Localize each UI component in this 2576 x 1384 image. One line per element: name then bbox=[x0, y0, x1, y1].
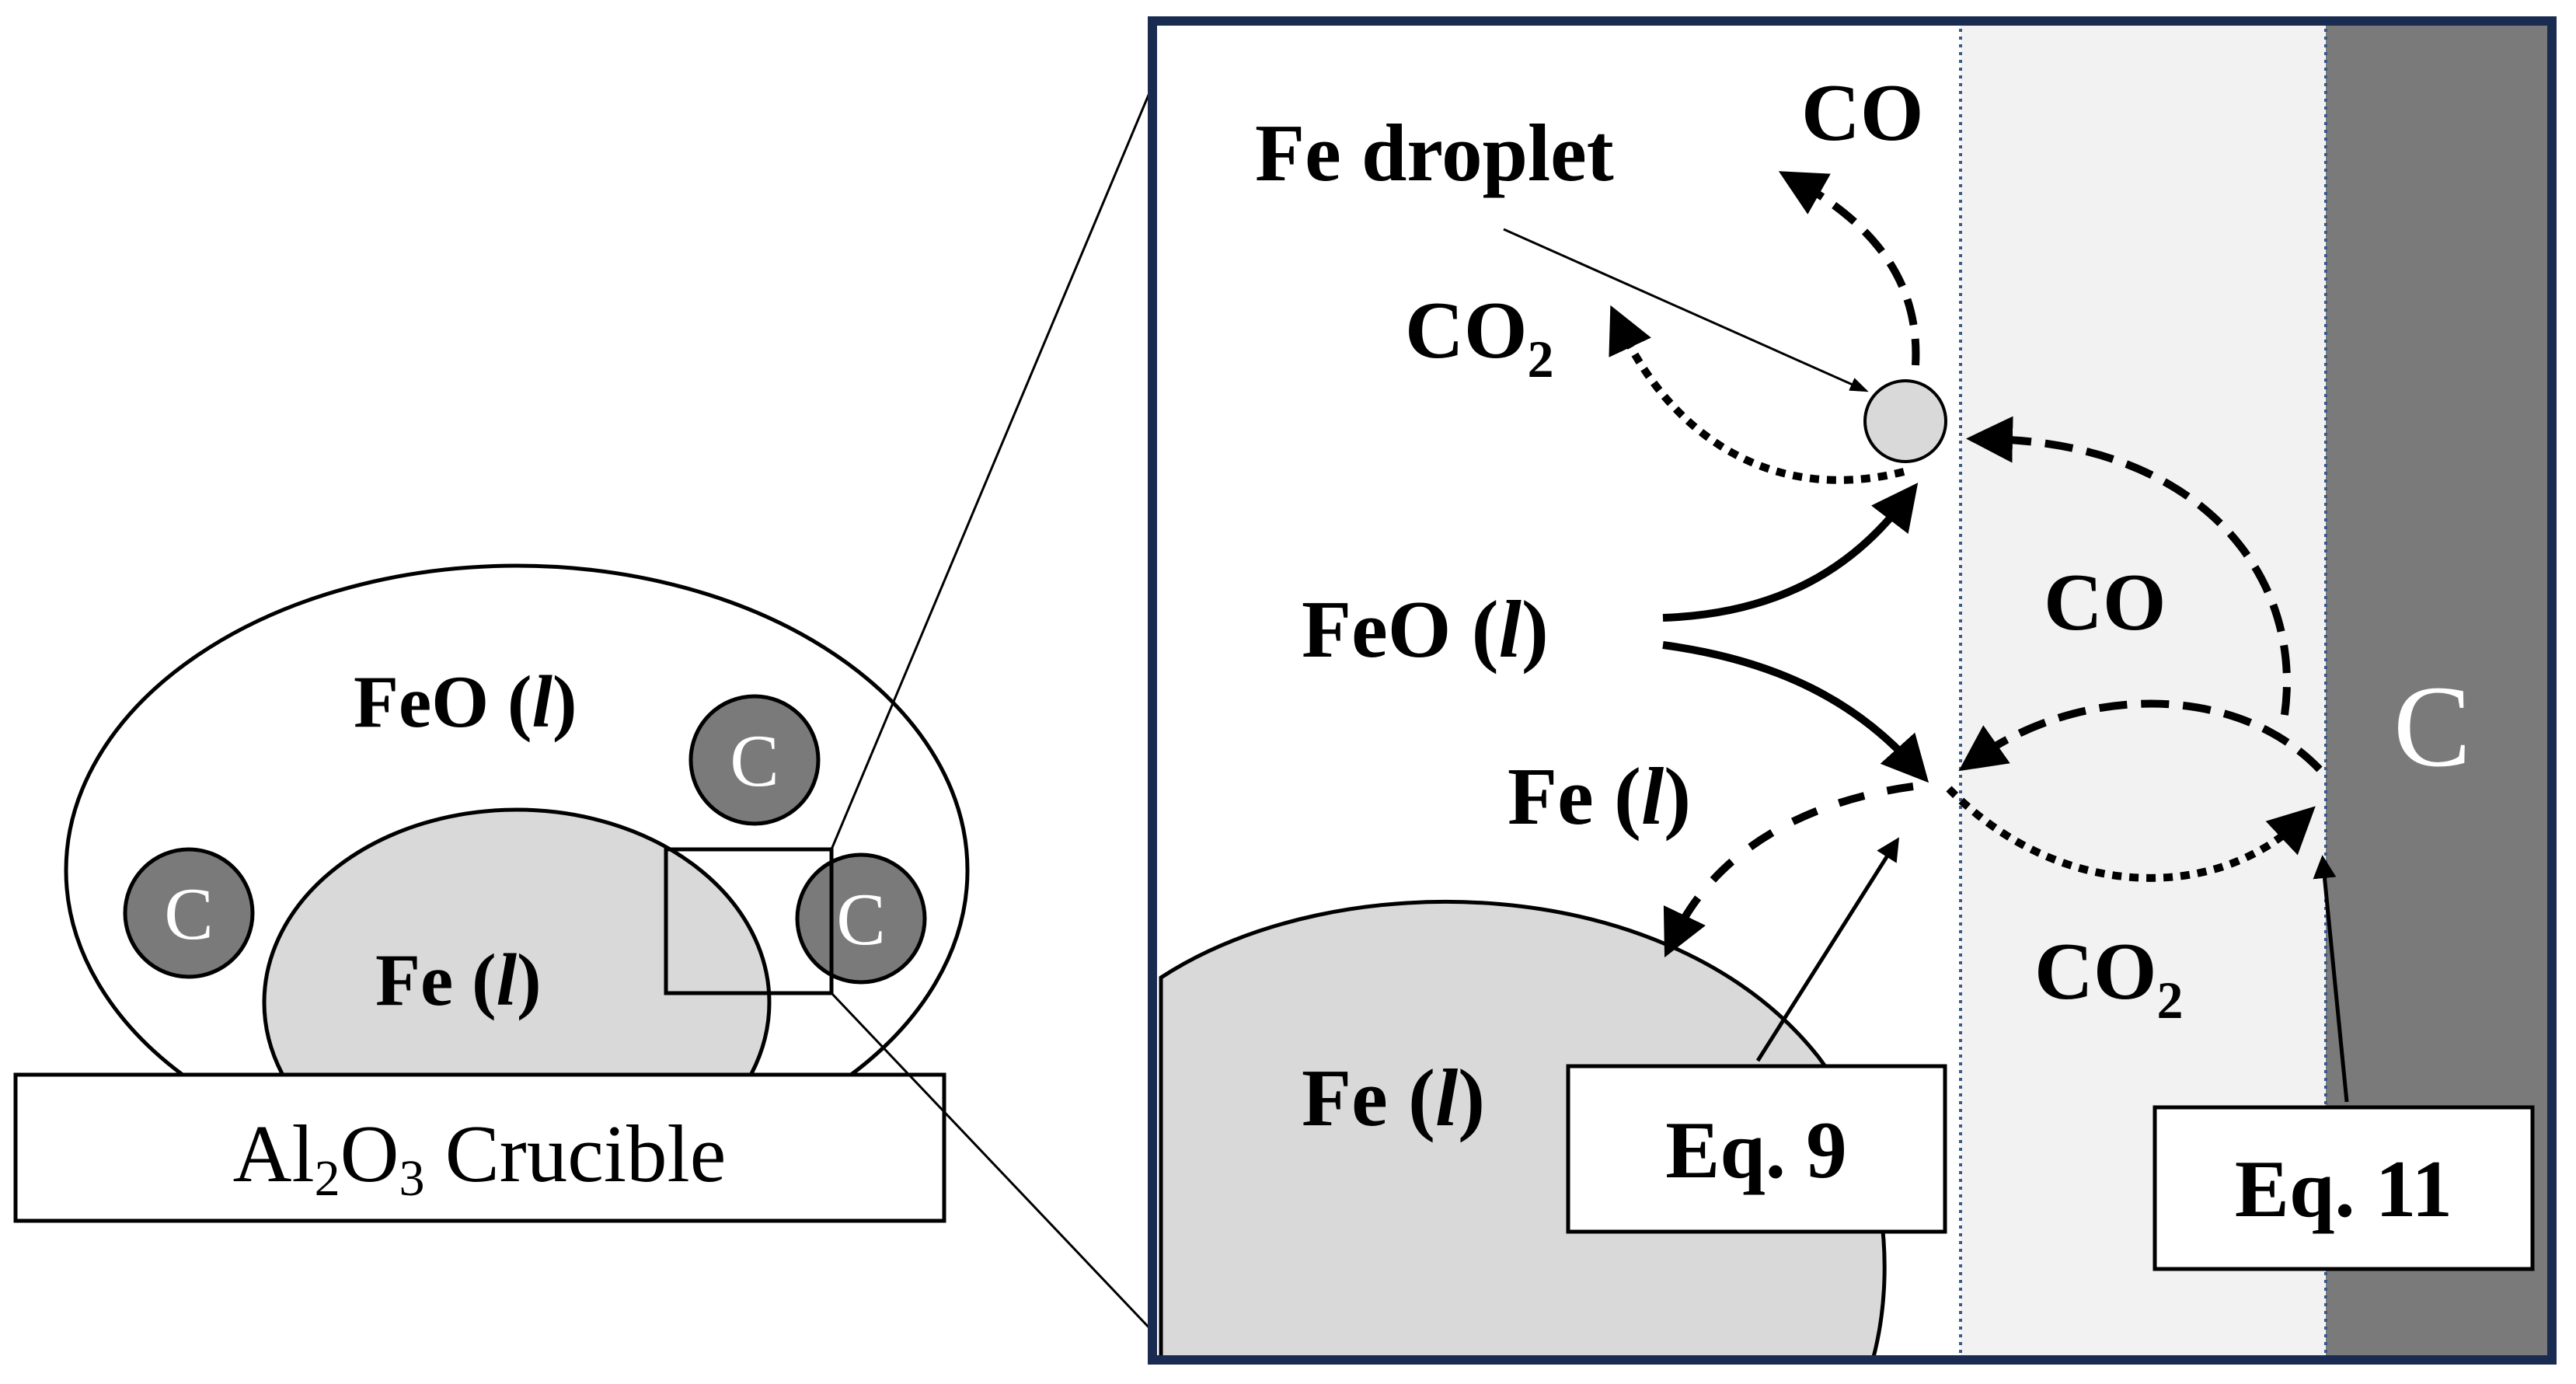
droplet-pointer bbox=[1503, 228, 1869, 392]
co2-right-label: CO2 bbox=[2034, 926, 2184, 1030]
zoom-line-bottom bbox=[830, 992, 1154, 1333]
carbon-label-2: C bbox=[730, 720, 779, 802]
feo-label: FeO (l) bbox=[1302, 584, 1549, 675]
eq9-pointer bbox=[1755, 837, 1900, 1062]
fe-mid-label: Fe (l) bbox=[1508, 751, 1691, 842]
co-return-to-droplet-arrow bbox=[1966, 416, 2291, 716]
carbon-particle-2 bbox=[688, 694, 821, 826]
carbon-particle-1 bbox=[123, 847, 255, 979]
detail-frame bbox=[1148, 16, 2557, 1365]
eq11-label: Eq. 11 bbox=[2235, 1143, 2452, 1234]
carbon-label-1: C bbox=[164, 873, 213, 955]
co2-upward-arrow bbox=[1609, 305, 1905, 484]
overview-panel: C C C FeO (l) Fe (l) Al2O3 Crucible bbox=[13, 44, 1171, 1333]
crucible-base bbox=[13, 1072, 946, 1223]
fe-droplet-label: Fe droplet bbox=[1255, 107, 1614, 198]
eq11-pointer bbox=[2313, 855, 2349, 1103]
fe-droplet bbox=[1863, 379, 1947, 463]
slag-label: FeO (l) bbox=[354, 661, 577, 743]
carbon-particle-3 bbox=[795, 852, 927, 985]
co-top-label: CO bbox=[1801, 67, 1924, 158]
zoom-line-top bbox=[830, 44, 1171, 850]
fe-to-pool-arrow bbox=[1663, 783, 1914, 958]
fe-pool-label: Fe (l) bbox=[1302, 1052, 1485, 1143]
detail-panel: Fe droplet CO CO2 FeO (l) Fe (l) Fe (l) … bbox=[1148, 16, 2557, 1365]
co-right-label: CO bbox=[2044, 556, 2166, 647]
co-to-interface-arrow bbox=[1958, 699, 2323, 772]
co2-to-carbon-arrow bbox=[1946, 786, 2316, 882]
co2-top-label: CO2 bbox=[1405, 284, 1554, 389]
carbon-label-3: C bbox=[836, 878, 885, 960]
feo-to-droplet-arrow bbox=[1662, 483, 1919, 622]
feo-to-interface-arrow bbox=[1662, 641, 1929, 783]
co-upward-arrow bbox=[1778, 171, 1920, 366]
iron-label: Fe (l) bbox=[375, 939, 542, 1021]
eq9-label: Eq. 9 bbox=[1665, 1104, 1846, 1195]
carbon-wall-label: C bbox=[2393, 662, 2471, 791]
eq9-box bbox=[1566, 1064, 1947, 1234]
crucible-label: Al2O3 Crucible bbox=[233, 1108, 727, 1207]
eq11-box bbox=[2152, 1105, 2535, 1271]
iron-pool-shape bbox=[1159, 900, 1887, 1362]
zoom-region-box bbox=[664, 847, 834, 995]
